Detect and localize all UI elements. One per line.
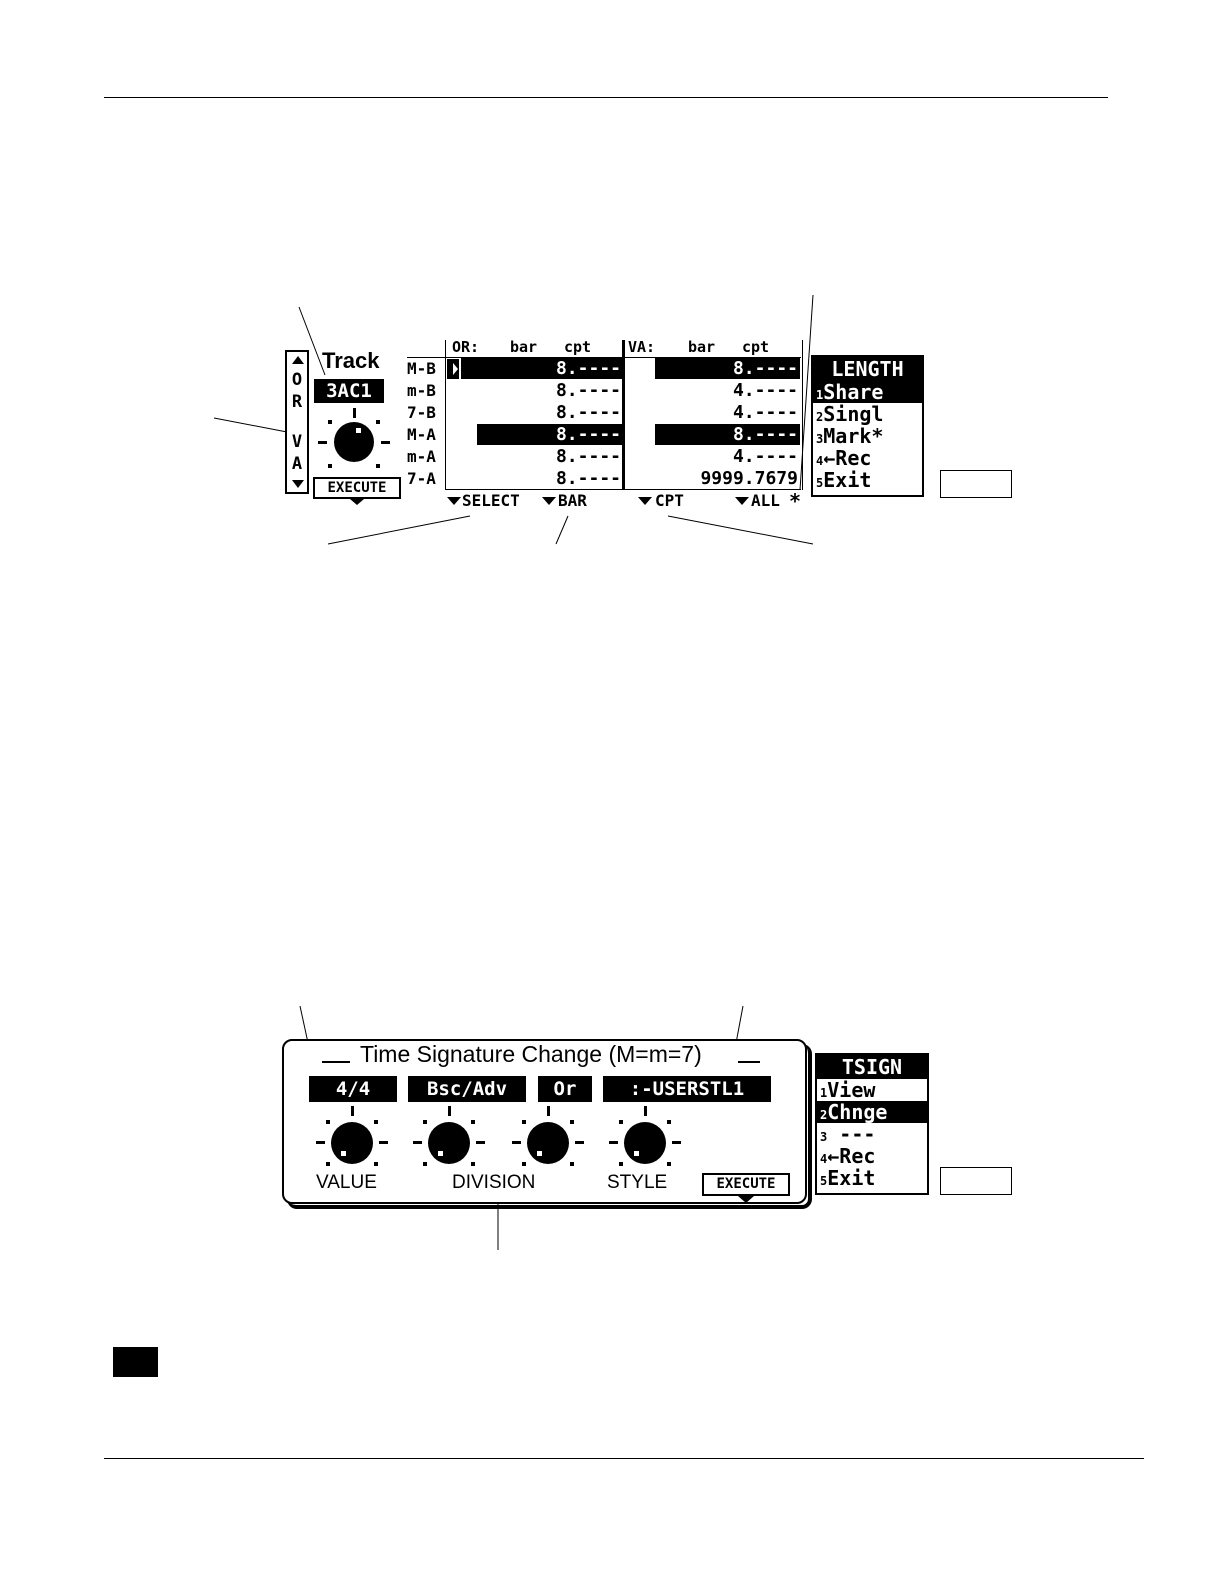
va-letter-v: V (291, 432, 303, 452)
menu-item-share[interactable]: 1Share (813, 381, 922, 403)
table-frame (445, 340, 803, 490)
track-knob-icon[interactable] (318, 408, 390, 476)
menu-title: TSIGN (817, 1055, 927, 1079)
fkey-star: * (789, 489, 802, 513)
menu-item-mark[interactable]: 3Mark* (816, 424, 884, 448)
menu-item-singl[interactable]: 2Singl (816, 402, 884, 426)
menu-item-exit[interactable]: 5Exit (820, 1166, 876, 1190)
cursor-arrow-icon (453, 363, 458, 375)
style-field[interactable]: :-USERSTL1 (603, 1076, 771, 1102)
or-letter-r: R (291, 392, 303, 412)
row-label: M-B (407, 359, 436, 378)
table-header-rule (407, 357, 801, 358)
or-cell[interactable]: 8.---- (555, 446, 621, 467)
down-triangle-icon (542, 497, 556, 505)
execute-button-2[interactable]: EXECUTE (702, 1173, 790, 1196)
or-cell[interactable]: 8.---- (461, 358, 623, 379)
execute-button[interactable]: EXECUTE (313, 477, 401, 499)
note-marker (113, 1347, 158, 1377)
value-field[interactable]: 4/4 (309, 1076, 397, 1102)
title-dash-left (322, 1061, 350, 1063)
va-letter-a: A (291, 454, 303, 474)
value-knob-label: VALUE (316, 1172, 377, 1193)
va-cell[interactable]: 4.---- (732, 446, 798, 467)
menu-item-rec[interactable]: 4←Rec (816, 446, 872, 470)
or-va-selector[interactable]: O R V A (285, 350, 309, 494)
va-header: VA: (628, 338, 656, 356)
or-letter-o: O (291, 370, 303, 390)
fkey-cpt[interactable]: CPT (655, 491, 684, 510)
division-mode-knob-icon[interactable] (512, 1106, 584, 1172)
tsign-menu: TSIGN 1View 2Chnge 3 --- 4←Rec 5Exit (815, 1053, 929, 1195)
menu-item-empty[interactable]: 3 --- (820, 1122, 876, 1146)
track-value[interactable]: 3AC1 (314, 379, 384, 403)
down-triangle-icon (447, 497, 461, 505)
bottom-rule (104, 1458, 1144, 1459)
or-cell[interactable]: 8.---- (477, 424, 623, 445)
fkey-bar[interactable]: BAR (558, 491, 587, 510)
row-label: m-A (407, 447, 436, 466)
value-knob-icon[interactable] (316, 1106, 388, 1172)
blank-box (940, 470, 1012, 498)
top-rule (104, 97, 1108, 98)
or-header: OR: (452, 338, 480, 356)
row-label: M-A (407, 425, 436, 444)
or-cell[interactable]: 8.---- (555, 380, 621, 401)
tsign-frame-shadow (287, 1044, 812, 1209)
va-cell[interactable]: 4.---- (732, 402, 798, 423)
va-cell[interactable]: 8.---- (655, 358, 800, 379)
style-knob-label: STYLE (607, 1172, 668, 1193)
down-triangle-icon (638, 497, 652, 505)
or-cpt-header: cpt (564, 338, 592, 356)
row-label: m-B (407, 381, 436, 400)
row-label: 7-A (407, 469, 436, 488)
fkey-all[interactable]: ALL (751, 491, 780, 510)
division-mode-field[interactable]: Or (538, 1076, 592, 1102)
division-knob-label: DIVISION (452, 1172, 536, 1193)
va-bar-header: bar (688, 338, 716, 356)
track-label: Track (322, 348, 380, 373)
menu-item-view[interactable]: 1View (820, 1078, 876, 1102)
tsign-title: Time Signature Change (M=m=7) (360, 1041, 702, 1067)
fkey-select[interactable]: SELECT (462, 491, 520, 510)
menu-item-rec[interactable]: 4←Rec (820, 1144, 876, 1168)
menu-title: LENGTH (813, 357, 922, 381)
division-knob-icon[interactable] (413, 1106, 485, 1172)
execute-pointer-icon (350, 499, 364, 505)
or-cell[interactable]: 8.---- (555, 402, 621, 423)
length-menu: LENGTH 1Share 2Singl 3Mark* 4←Rec 5Exit (811, 355, 924, 497)
or-cell[interactable]: 8.---- (555, 468, 621, 489)
va-cpt-header: cpt (742, 338, 770, 356)
scroll-down-icon[interactable] (292, 480, 304, 488)
va-cell[interactable]: 4.---- (732, 380, 798, 401)
blank-box (940, 1167, 1012, 1195)
division-field[interactable]: Bsc/Adv (408, 1076, 526, 1102)
va-cell[interactable]: 8.---- (655, 424, 800, 445)
or-bar-header: bar (510, 338, 538, 356)
table-divider (622, 340, 625, 490)
scroll-up-icon[interactable] (292, 356, 304, 364)
execute-pointer-icon (738, 1196, 754, 1203)
style-knob-icon[interactable] (609, 1106, 681, 1172)
title-dash-right (738, 1061, 760, 1063)
menu-item-chnge[interactable]: 2Chnge (817, 1101, 927, 1123)
table-bottom-rule (445, 489, 801, 490)
va-cell[interactable]: 9999.7679 (700, 468, 798, 489)
row-label: 7-B (407, 403, 436, 422)
down-triangle-icon (735, 497, 749, 505)
menu-item-exit[interactable]: 5Exit (816, 468, 872, 492)
